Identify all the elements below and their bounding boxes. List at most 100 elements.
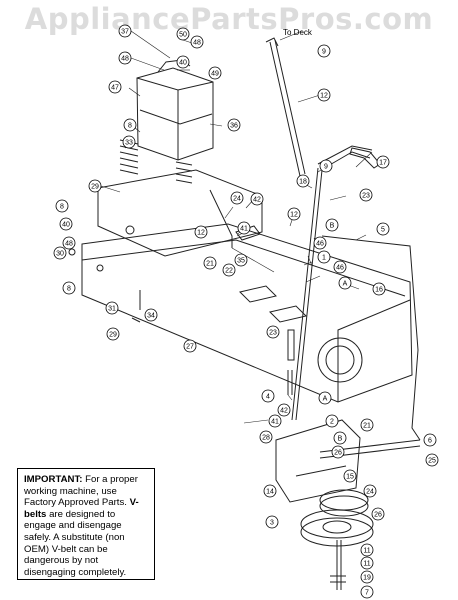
callout-16[interactable]: 16 [372, 282, 386, 296]
upper-pulley [319, 495, 369, 517]
svg-text:6: 6 [428, 438, 432, 445]
callout-b-upper[interactable]: B [325, 218, 339, 232]
callout-6[interactable]: 6 [423, 433, 437, 447]
svg-text:30: 30 [56, 251, 64, 258]
callout-8-lower[interactable]: 8 [62, 281, 76, 295]
callout-8-top[interactable]: 8 [123, 118, 137, 132]
callout-44[interactable]: 46 [313, 236, 327, 250]
callout-37[interactable]: 37 [118, 24, 132, 38]
callout-33[interactable]: 33 [122, 135, 136, 149]
callout-35[interactable]: 35 [234, 253, 248, 267]
callout-36[interactable]: 36 [227, 118, 241, 132]
callout-b-lower[interactable]: B [333, 431, 347, 445]
callout-34[interactable]: 34 [144, 308, 158, 322]
callout-24[interactable]: 24 [363, 484, 377, 498]
callout-26[interactable]: 26 [331, 445, 345, 459]
callout-41-top[interactable]: 41 [237, 221, 251, 235]
svg-text:41: 41 [240, 226, 248, 233]
callout-15[interactable]: 15 [343, 469, 357, 483]
callout-49[interactable]: 49 [208, 66, 222, 80]
svg-text:21: 21 [206, 261, 214, 268]
svg-text:25: 25 [428, 458, 436, 465]
svg-text:26: 26 [334, 450, 342, 457]
callout-11[interactable]: 11 [360, 543, 374, 557]
svg-text:B: B [330, 223, 335, 230]
important-note: IMPORTANT: For a proper working machine,… [17, 468, 155, 580]
callout-22-left[interactable]: 22 [222, 263, 236, 277]
spring-right [175, 161, 193, 184]
callout-30[interactable]: 30 [53, 246, 67, 260]
callout-19[interactable]: 19 [360, 570, 374, 584]
callout-28[interactable]: 28 [259, 430, 273, 444]
callout-47[interactable]: 47 [108, 80, 122, 94]
callout-46-left[interactable]: 48 [62, 236, 76, 250]
svg-text:22: 22 [225, 268, 233, 275]
seat-bracket [97, 169, 263, 257]
svg-text:42: 42 [253, 197, 261, 204]
shaft-pin [287, 370, 293, 395]
callout-3[interactable]: 3 [265, 515, 279, 529]
callout-2[interactable]: 2 [325, 414, 339, 428]
callout-5[interactable]: 5 [376, 222, 390, 236]
callout-43[interactable]: 46 [333, 260, 347, 274]
callout-13-mid[interactable]: 12 [287, 207, 301, 221]
callout-20[interactable]: 21 [203, 256, 217, 270]
callout-8-left[interactable]: 8 [55, 199, 69, 213]
callout-20-lower[interactable]: 21 [360, 418, 374, 432]
callout-12[interactable]: 12 [317, 88, 331, 102]
callout-41-lower[interactable]: 41 [268, 414, 282, 428]
callout-46[interactable]: 48 [190, 35, 204, 49]
callout-48[interactable]: 48 [118, 51, 132, 65]
svg-text:4: 4 [266, 394, 270, 401]
callout-27[interactable]: 27 [183, 339, 197, 353]
svg-text:48: 48 [121, 56, 129, 63]
svg-text:29: 29 [109, 332, 117, 339]
callout-14[interactable]: 14 [263, 484, 277, 498]
frame-hole [317, 337, 363, 383]
callout-9-mid[interactable]: 9 [319, 159, 333, 173]
svg-text:37: 37 [121, 29, 129, 36]
callout-21[interactable]: 25 [425, 453, 439, 467]
svg-text:8: 8 [60, 204, 64, 211]
callout-40-left[interactable]: 40 [59, 217, 73, 231]
svg-text:23: 23 [362, 193, 370, 200]
callout-29-upper[interactable]: 29 [88, 179, 102, 193]
svg-text:48: 48 [193, 40, 201, 47]
callout-a-upper[interactable]: A [338, 276, 352, 290]
callout-24-top[interactable]: 24 [230, 191, 244, 205]
callout-29-lower[interactable]: 29 [106, 327, 120, 341]
callout-22[interactable]: 23 [359, 188, 373, 202]
svg-text:31: 31 [108, 306, 116, 313]
svg-text:27: 27 [186, 344, 194, 351]
svg-text:19: 19 [363, 575, 371, 582]
callout-1[interactable]: 1 [317, 250, 331, 264]
svg-text:40: 40 [62, 222, 70, 229]
svg-text:28: 28 [262, 435, 270, 442]
callout-40-top[interactable]: 40 [176, 55, 190, 69]
svg-text:9: 9 [322, 49, 326, 56]
callout-7[interactable]: 7 [360, 585, 374, 599]
svg-text:23: 23 [269, 330, 277, 337]
vbelts-label: V-belts [24, 497, 139, 520]
callout-23[interactable]: 23 [266, 325, 280, 339]
svg-text:B: B [338, 436, 343, 443]
callout-42-lower[interactable]: 42 [277, 403, 291, 417]
callout-31[interactable]: 31 [105, 301, 119, 315]
callout-18[interactable]: 18 [296, 174, 310, 188]
callout-42-top[interactable]: 42 [250, 192, 264, 206]
svg-text:7: 7 [365, 590, 369, 597]
callout-9[interactable]: 9 [317, 44, 331, 58]
callout-4[interactable]: 4 [261, 389, 275, 403]
callout-13[interactable]: 12 [194, 225, 208, 239]
callout-10[interactable]: 11 [360, 556, 374, 570]
lift-rod [269, 39, 306, 177]
callout-50[interactable]: 50 [176, 27, 190, 41]
svg-text:A: A [343, 281, 348, 288]
callout-25[interactable]: 26 [371, 507, 385, 521]
callout-a-lower[interactable]: A [318, 391, 332, 405]
svg-text:46: 46 [316, 241, 324, 248]
svg-text:12: 12 [197, 230, 205, 237]
callout-17[interactable]: 17 [376, 155, 390, 169]
svg-text:46: 46 [336, 265, 344, 272]
